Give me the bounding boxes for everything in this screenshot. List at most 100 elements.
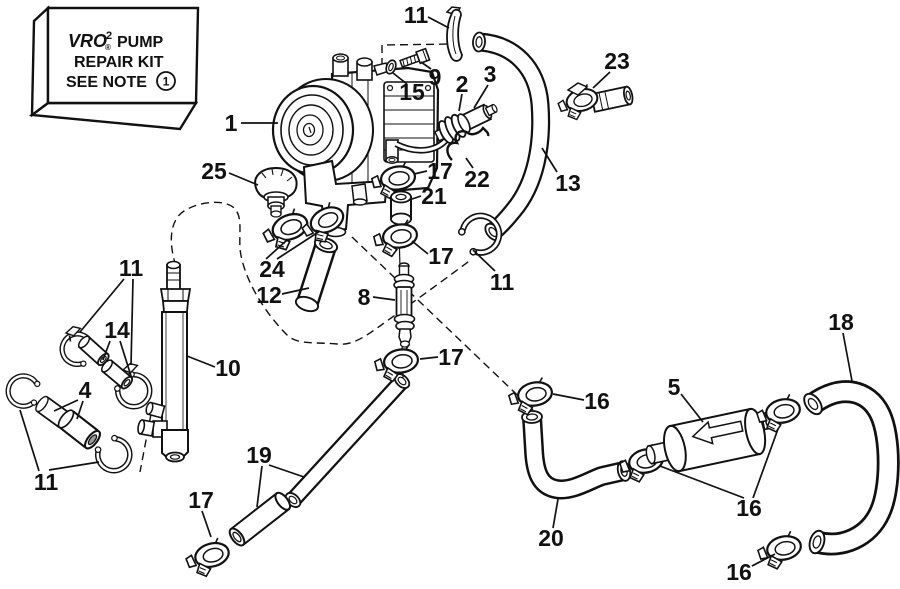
pump-assembly — [271, 53, 450, 238]
callout-label-8-inline-filter: 8 — [358, 284, 371, 310]
leader-hose-clamp-top — [427, 16, 450, 29]
callout-leaders — [19, 16, 853, 567]
leader-hoses-pair — [256, 465, 263, 508]
screw-9 — [399, 47, 431, 69]
hose-20 — [521, 410, 632, 500]
note-brand: VRO — [68, 31, 107, 51]
callout-label-17-pinch-clamp: 17 — [438, 344, 464, 370]
callout-label-25-check-valve: 25 — [201, 158, 227, 184]
callout-label-11-spring-clamps-left: 11 — [119, 255, 144, 281]
pinch-clamp-17d — [181, 535, 235, 582]
check-valve-25 — [254, 166, 298, 218]
callout-label-20-hose-lower: 20 — [538, 525, 564, 551]
leader-inline-filter — [372, 296, 396, 301]
wire-clip-22 — [446, 126, 490, 161]
leader-spring-clamps-bottom — [48, 461, 100, 471]
leader-pinch-clamps-filter — [752, 428, 779, 499]
leader-clamp-fitting — [592, 71, 611, 89]
leader-screw — [420, 61, 432, 70]
leader-spring-clamps-left — [130, 278, 134, 366]
callout-label-16-pinch-clamps-filter: 16 — [736, 495, 762, 521]
callout-label-4-sleeves: 4 — [79, 377, 92, 403]
note-number-circle — [156, 71, 176, 91]
hose-13 — [472, 31, 551, 242]
assembly-dashed-lines — [139, 43, 534, 473]
leader-washer — [392, 72, 408, 85]
leader-tube-fittings — [102, 340, 111, 361]
leader-hose-lower — [552, 498, 559, 529]
fuel-line-10 — [137, 260, 192, 463]
leader-spring-clamps-left — [79, 278, 125, 333]
leader-hose-stub — [408, 195, 422, 201]
note-number: 1 — [163, 75, 170, 89]
callout-label-17-pinch-clamp: 17 — [428, 243, 454, 269]
callout-label-15-washer: 15 — [399, 79, 425, 105]
callout-label-12-hose-elbow: 12 — [256, 282, 282, 308]
leader-pinch-clamp — [552, 393, 585, 401]
repair-kit-note-box: VRO 2 ® PUMP REPAIR KIT SEE NOTE 1 — [28, 5, 200, 131]
note-superscript: 2 — [106, 30, 112, 42]
leader-hose-upper — [541, 147, 558, 173]
note-line2: REPAIR KIT — [74, 54, 164, 71]
hose-stub-21 — [390, 190, 412, 226]
leader-sleeves — [76, 400, 84, 420]
leader-spring-clamps-bottom — [19, 409, 40, 472]
callout-label-19-hoses-pair: 19 — [246, 442, 272, 468]
leader-wire-clip — [465, 157, 474, 169]
callout-label-11-hose-clamp-top: 11 — [404, 2, 429, 28]
pinch-clamp-17b — [371, 217, 421, 260]
leader-pinch-clamp — [411, 240, 429, 255]
pinch-clamp-16d — [754, 528, 806, 574]
note-line3: SEE NOTE — [66, 74, 147, 91]
spring-clamp-11c — [6, 373, 41, 408]
leader-pinch-clamps — [265, 239, 288, 260]
leader-tube-fittings — [119, 340, 133, 380]
leader-fuel-line-assy — [186, 355, 216, 368]
fitting-23 — [554, 81, 634, 125]
note-registered: ® — [105, 43, 111, 52]
leader-pinch-clamp — [419, 356, 439, 360]
callout-label-16-pinch-clamp: 16 — [584, 388, 610, 414]
leader-pinch-clamp — [751, 553, 776, 567]
callout-label-11-spring-clamp: 11 — [490, 269, 515, 295]
callout-label-16-pinch-clamp: 16 — [726, 559, 752, 585]
leader-connector-body — [458, 93, 463, 112]
callout-label-1-vro-pump: 1 — [225, 110, 238, 136]
leader-fuel-filter — [680, 393, 704, 423]
leader-pinch-clamp — [201, 510, 212, 538]
leader-connector-barb — [473, 84, 489, 109]
flow-arrow-icon — [691, 420, 744, 445]
pinch-clamp-16a — [505, 375, 557, 419]
callout-label-18-hose-return: 18 — [828, 309, 854, 335]
inline-filter-8 — [393, 262, 416, 348]
note-brand-suffix: PUMP — [117, 34, 164, 51]
callout-label-23-clamp-fitting: 23 — [604, 48, 630, 74]
hose-19-long — [284, 373, 411, 508]
callout-label-2-connector-body: 2 — [456, 71, 469, 97]
callout-label-21-hose-stub: 21 — [421, 183, 447, 209]
callout-label-3-connector-barb: 3 — [484, 61, 497, 87]
callout-label-13-hose-upper: 13 — [555, 170, 581, 196]
leader-hoses-pair — [268, 464, 305, 478]
callout-label-14-tube-fittings: 14 — [104, 317, 130, 343]
leader-pinch-clamps-filter — [659, 465, 745, 499]
leader-sleeves — [53, 399, 79, 412]
hose-18 — [803, 380, 900, 556]
leader-hose-return — [842, 332, 853, 382]
washer-15 — [385, 59, 397, 75]
leader-pinch-clamps — [276, 230, 321, 260]
hose-12 — [294, 236, 339, 313]
leader-pinch-clamp — [413, 170, 428, 175]
callout-label-11-spring-clamps-bottom: 11 — [34, 469, 59, 495]
callout-label-17-pinch-clamp: 17 — [188, 487, 214, 513]
spring-clamp-top — [445, 6, 463, 62]
connector-2-3 — [433, 103, 498, 144]
hose-19-short — [228, 491, 292, 547]
callout-label-24-pinch-clamps: 24 — [259, 256, 285, 282]
callout-label-22-wire-clip: 22 — [464, 166, 490, 192]
leader-spring-clamp — [472, 249, 496, 272]
callout-label-10-fuel-line-assy: 10 — [215, 355, 241, 381]
